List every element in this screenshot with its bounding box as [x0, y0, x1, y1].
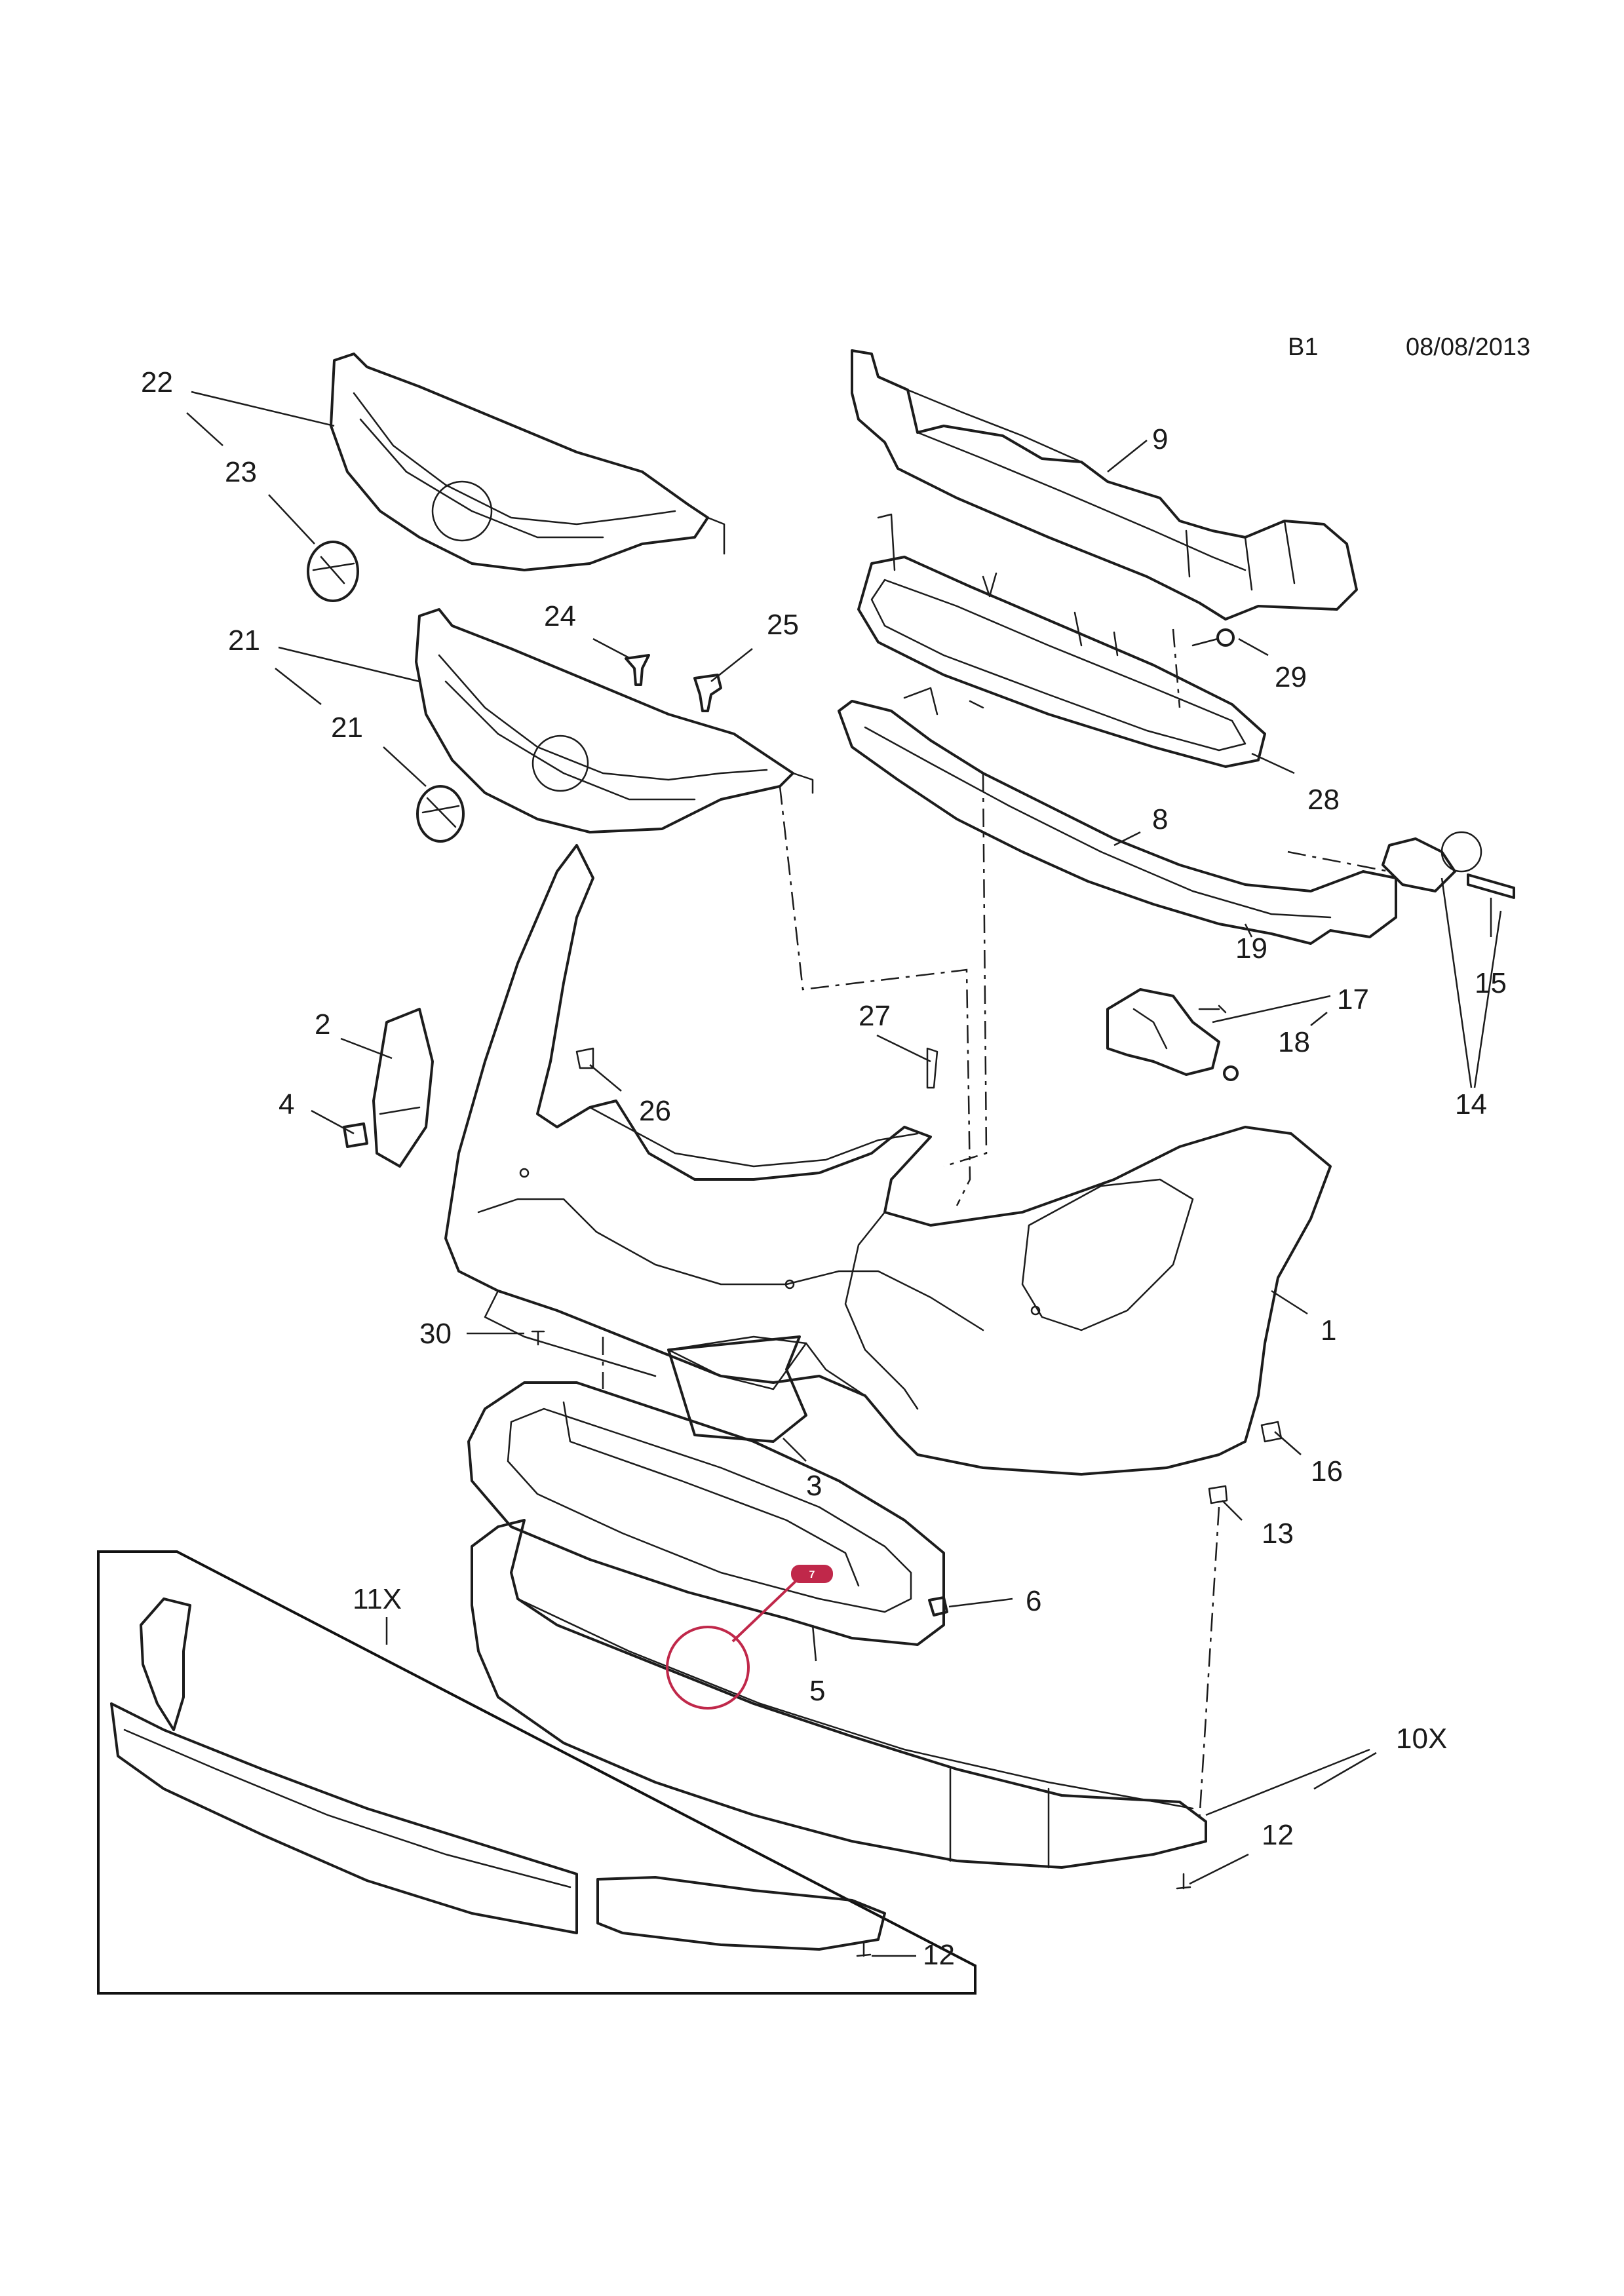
callout-1[interactable]: 1: [1321, 1314, 1336, 1347]
part-28-lower-grille[interactable]: [857, 513, 1266, 768]
leader-lines: [186, 391, 1502, 1957]
callout-22[interactable]: 22: [141, 366, 173, 398]
callout-3[interactable]: 3: [806, 1470, 822, 1502]
part-9-absorber[interactable]: [851, 349, 1358, 621]
part-22-upper-grille[interactable]: [330, 353, 725, 571]
part-5-lower-grille[interactable]: [467, 1381, 945, 1646]
callout-24[interactable]: 26: [639, 1095, 671, 1127]
part-10x-spoiler[interactable]: [471, 1519, 1207, 1869]
part-18-nut[interactable]: [1223, 1065, 1239, 1081]
part-30-screw[interactable]: [531, 1330, 545, 1346]
part-11x-strip[interactable]: [110, 1702, 578, 1934]
part-12-screw-b[interactable]: [856, 1942, 872, 1957]
part-16-clip[interactable]: [1260, 1421, 1283, 1443]
callout-25[interactable]: 24: [544, 600, 576, 632]
callout-17[interactable]: 17: [1337, 984, 1369, 1016]
callout-23[interactable]: 23: [225, 456, 257, 488]
part-21-emblem[interactable]: [416, 785, 465, 843]
part-8-beam[interactable]: [838, 687, 1397, 945]
callout-15[interactable]: 15: [1475, 967, 1507, 999]
callout-20[interactable]: 21: [228, 624, 260, 657]
part-14-bracket[interactable]: [1382, 831, 1482, 892]
part-26-clip[interactable]: [693, 674, 722, 712]
part-4-cap[interactable]: [343, 1122, 368, 1148]
callout-6[interactable]: 6: [1026, 1585, 1041, 1617]
callout-19[interactable]: 19: [1235, 932, 1267, 965]
callout-18[interactable]: 18: [1278, 1026, 1310, 1058]
callout-10x[interactable]: 10X: [1396, 1723, 1447, 1755]
callout-8[interactable]: 8: [1152, 803, 1168, 835]
callout-2[interactable]: 2: [315, 1008, 330, 1041]
callout-28[interactable]: 28: [1307, 784, 1340, 816]
callout-30[interactable]: 30: [419, 1318, 452, 1350]
callout-12-right[interactable]: 12: [1262, 1819, 1294, 1851]
callout-14[interactable]: 14: [1455, 1088, 1487, 1120]
part-11x-left-end[interactable]: [140, 1598, 191, 1731]
part-20-grille[interactable]: [415, 608, 814, 833]
part-1-bumper-cover[interactable]: [444, 844, 1332, 1476]
diagram-code: B1: [1288, 334, 1318, 361]
part-29-screw[interactable]: [1191, 628, 1235, 647]
callout-9[interactable]: 9: [1152, 423, 1168, 455]
part-23-emblem[interactable]: [307, 541, 359, 602]
callout-4[interactable]: 4: [279, 1088, 294, 1120]
callout-12-kit[interactable]: 12: [923, 1939, 955, 1971]
assembly-lines: [602, 628, 1390, 1822]
part-17-bracket[interactable]: [1106, 988, 1220, 1076]
part-12-screw-a[interactable]: [1176, 1873, 1191, 1890]
callout-21[interactable]: 21: [331, 712, 363, 744]
callout-13[interactable]: 13: [1262, 1518, 1294, 1550]
part-25-clip[interactable]: [625, 654, 650, 686]
part-2-cover[interactable]: [372, 1008, 434, 1168]
part-19-bolt[interactable]: [1198, 1004, 1227, 1014]
callout-5[interactable]: 5: [809, 1675, 825, 1707]
callout-26[interactable]: 25: [767, 609, 799, 641]
highlight-label: 7: [809, 1569, 815, 1580]
kit-11x-frame: [97, 1550, 976, 1995]
callout-16[interactable]: 16: [1311, 1455, 1343, 1487]
diagram-date: 08/08/2013: [1406, 334, 1530, 361]
part-3-trim[interactable]: [667, 1335, 807, 1443]
part-11x-right-end[interactable]: [596, 1876, 886, 1951]
highlight-marker[interactable]: 7: [666, 1565, 833, 1710]
part-6-clip[interactable]: [928, 1596, 948, 1617]
part-27-clip[interactable]: [926, 1047, 938, 1089]
callout-27[interactable]: 27: [859, 1000, 891, 1032]
part-15-bolt[interactable]: [1467, 873, 1515, 899]
callout-29[interactable]: 29: [1275, 661, 1307, 693]
callout-11x[interactable]: 11X: [353, 1583, 402, 1615]
part-13-clip[interactable]: [1208, 1485, 1228, 1504]
callout-labels: 22 23 21 21 24 25 9 29 28 8 19 17 18 15 …: [141, 366, 1507, 1971]
